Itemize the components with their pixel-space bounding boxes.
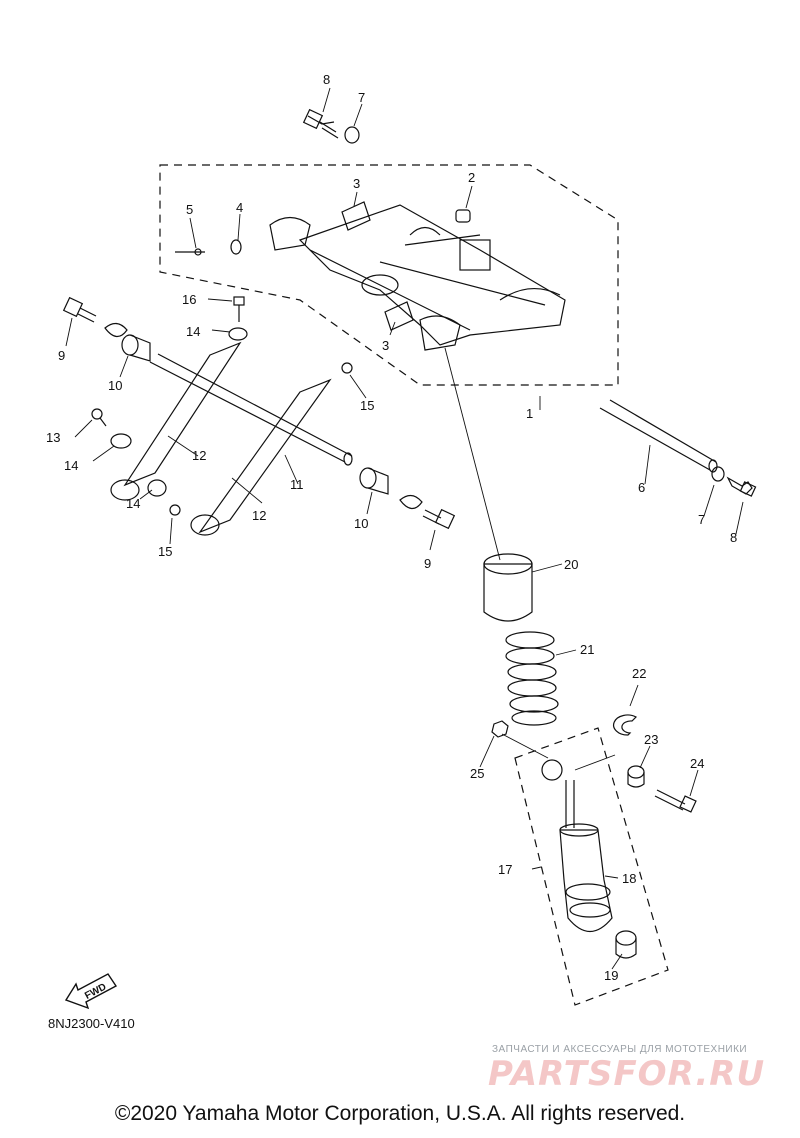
watermark-tagline: ЗАПЧАСТИ И АКСЕССУАРЫ ДЛЯ МОТОТЕХНИКИ (492, 1044, 748, 1055)
callout-20: 20 (564, 557, 578, 572)
callout-15: 15 (158, 544, 172, 559)
shock-body-18 (541, 759, 613, 933)
nut-15-b (169, 504, 181, 516)
callout-12: 12 (192, 448, 206, 463)
callout-12: 12 (252, 508, 266, 523)
callout-13: 13 (46, 430, 60, 445)
collar-10-left (121, 334, 151, 362)
bracket-3-bottom (384, 301, 414, 331)
spring-21 (505, 631, 559, 726)
watermark-logo: PARTSFOR.RU (488, 1054, 766, 1094)
callout-14: 14 (126, 496, 140, 511)
callout-6: 6 (638, 480, 645, 495)
washer-14-b (110, 433, 132, 449)
nut-15-a (341, 362, 353, 374)
bump-stop-20 (483, 553, 533, 622)
nut-25 (491, 720, 509, 738)
pivot-shaft (599, 399, 718, 473)
bolt-8-right (726, 476, 757, 497)
collar-23 (627, 765, 645, 788)
callout-4: 4 (236, 200, 243, 215)
callout-8: 8 (730, 530, 737, 545)
callout-17: 17 (498, 862, 512, 877)
pin-5 (175, 248, 205, 256)
callout-19: 19 (604, 968, 618, 983)
callout-18: 18 (622, 871, 636, 886)
callout-10: 10 (354, 516, 368, 531)
washer-7-top (344, 126, 360, 144)
stay-12-left (110, 341, 242, 501)
callout-11: 11 (290, 477, 304, 492)
bolt-9-right (422, 508, 456, 530)
collar-2 (455, 209, 471, 223)
callout-24: 24 (690, 756, 704, 771)
washer-4 (230, 239, 242, 255)
collar-10-right (359, 467, 389, 495)
callout-10: 10 (108, 378, 122, 393)
callout-22: 22 (632, 666, 646, 681)
bolt-24 (654, 789, 697, 813)
callout-14: 14 (64, 458, 78, 473)
callout-25: 25 (470, 766, 484, 781)
callout-3: 3 (353, 176, 360, 191)
callout-23: 23 (644, 732, 658, 747)
clip-right (399, 494, 423, 510)
washer-7-right (711, 466, 725, 482)
callout-9: 9 (424, 556, 431, 571)
callout-16: 16 (182, 292, 196, 307)
bolt-13 (91, 408, 107, 427)
bolt-9-left (62, 296, 97, 323)
callout-3: 3 (382, 338, 389, 353)
shaft-11 (149, 353, 353, 466)
clip-left (104, 322, 128, 338)
stay-12-right (190, 378, 332, 536)
callout-21: 21 (580, 642, 594, 657)
callout-8: 8 (323, 72, 330, 87)
fwd-arrow-icon: FWD (64, 973, 118, 1010)
callout-7: 7 (358, 90, 365, 105)
callout-9: 9 (58, 348, 65, 363)
bolt-8-top (302, 108, 339, 139)
callout-14: 14 (186, 324, 200, 339)
swingarm (269, 204, 566, 351)
callout-7: 7 (698, 512, 705, 527)
callout-2: 2 (468, 170, 475, 185)
callout-1: 1 (526, 406, 533, 421)
collar-19 (615, 930, 637, 959)
diagram-code: 8NJ2300-V410 (48, 1016, 135, 1031)
callout-5: 5 (186, 202, 193, 217)
washer-14-c (147, 479, 167, 497)
copyright-notice: ©2020 Yamaha Motor Corporation, U.S.A. A… (114, 1102, 686, 1125)
callout-15: 15 (360, 398, 374, 413)
callout-labels: 8 7 3 2 4 5 16 14 3 9 10 15 1 13 14 12 1… (46, 72, 737, 983)
leader-lines (65, 87, 744, 970)
bolt-16 (233, 296, 245, 322)
bracket-3-top (341, 201, 371, 231)
shock-assembly-outline (514, 727, 669, 1006)
washer-14-a (228, 327, 248, 341)
spring-seat-22 (613, 714, 637, 736)
